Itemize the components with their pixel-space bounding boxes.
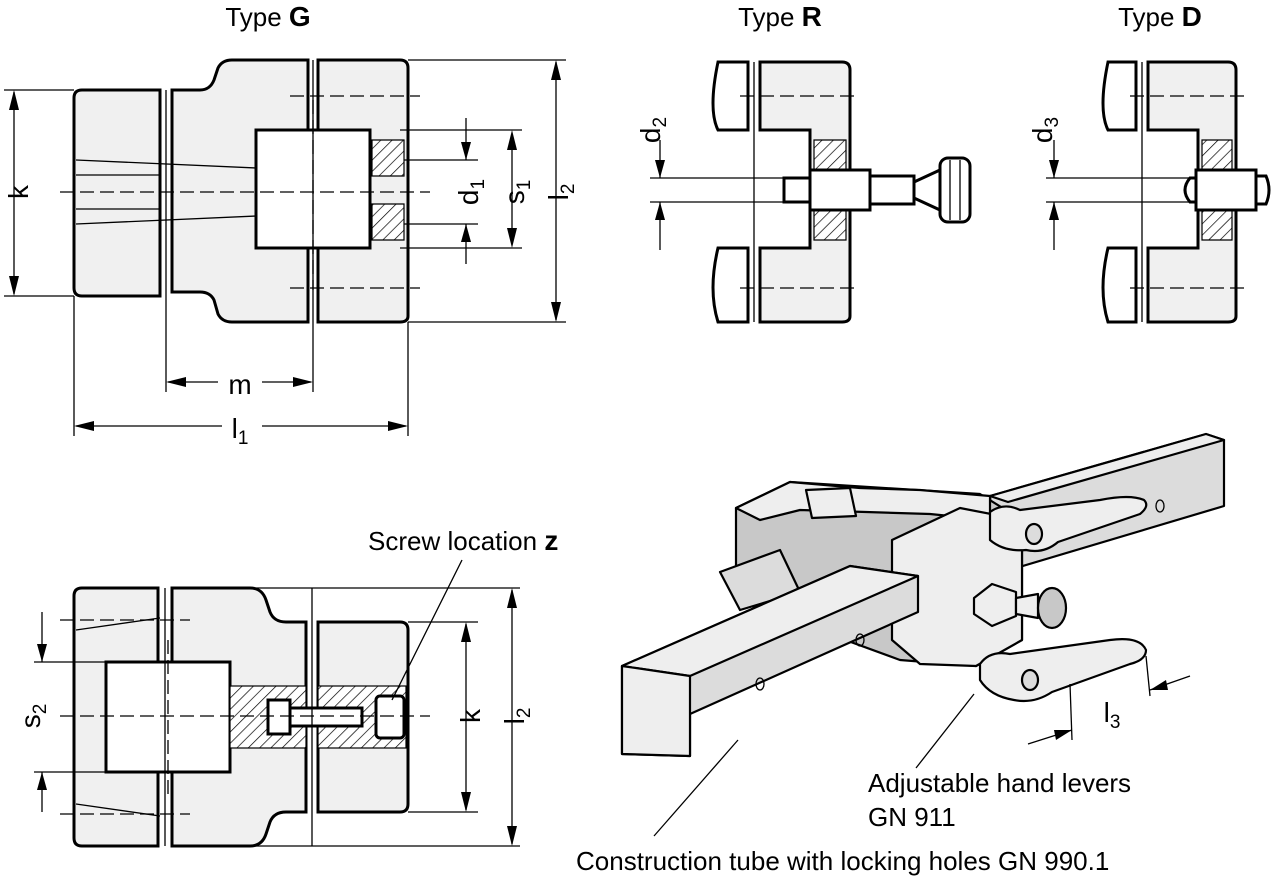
dim-s2-label: s2 bbox=[15, 704, 51, 729]
dim-k-label: k bbox=[3, 184, 34, 199]
dim-l1-label: l1 bbox=[232, 413, 249, 449]
lock-nut bbox=[808, 168, 872, 212]
type-r-title: Type R bbox=[738, 1, 822, 32]
dim-l3-label: l3 bbox=[1104, 697, 1121, 733]
type-r-left-stub-top bbox=[711, 60, 750, 132]
type-d-title: Type D bbox=[1118, 1, 1202, 32]
screw-socket bbox=[374, 694, 406, 740]
type-d-clamp-body bbox=[1146, 60, 1238, 324]
dim-l2-label: l2 bbox=[543, 184, 579, 201]
type-g-view: Type G k bbox=[3, 1, 579, 449]
thread-section-bottom bbox=[371, 203, 405, 241]
type-d-left-stub-top bbox=[1101, 60, 1138, 132]
plunger-knob-iso bbox=[1036, 586, 1068, 630]
dim-d3-label: d3 bbox=[1027, 117, 1063, 143]
type-r-view: Type R d2 bbox=[635, 1, 972, 324]
type-d-left-stub-bottom bbox=[1101, 246, 1138, 324]
right-clamp-piece bbox=[316, 58, 410, 324]
dim-d1-label: d1 bbox=[453, 179, 489, 205]
plunger-knob bbox=[938, 156, 972, 224]
hand-levers-callout-line1: Adjustable hand levers bbox=[868, 768, 1131, 798]
section-view: s2 k l2 Screw location z bbox=[15, 525, 558, 848]
screw-head bbox=[266, 698, 292, 736]
type-d-nut bbox=[1194, 168, 1258, 212]
construction-tube-callout: Construction tube with locking holes GN … bbox=[576, 846, 1109, 876]
dim-l2-section-label: l2 bbox=[499, 708, 535, 725]
type-r-clamp-body bbox=[758, 60, 852, 324]
plunger-body bbox=[868, 174, 916, 206]
dim-s1-label: s1 bbox=[499, 180, 535, 205]
dim-m-label: m bbox=[228, 369, 251, 400]
screw-location-callout: Screw location z bbox=[368, 525, 558, 556]
screw-shank bbox=[288, 706, 364, 728]
type-d-pin-tip bbox=[1183, 176, 1198, 204]
hand-levers-callout-line2: GN 911 bbox=[868, 802, 956, 832]
dim-d2-label: d2 bbox=[635, 117, 671, 143]
hand-lever-bottom bbox=[978, 638, 1148, 703]
type-g-title: Type G bbox=[225, 1, 310, 32]
dim-k-section-label: k bbox=[455, 708, 486, 723]
left-clamp-block bbox=[72, 88, 162, 298]
isometric-assembly: l3 bbox=[620, 432, 1226, 837]
tube-end-face bbox=[620, 664, 692, 758]
plunger-nut-iso bbox=[972, 582, 1018, 628]
plunger-pin bbox=[782, 176, 812, 204]
thread-section-top bbox=[371, 139, 405, 177]
type-d-view: Type D d3 bbox=[1027, 1, 1271, 324]
type-r-left-stub-bottom bbox=[711, 246, 750, 324]
